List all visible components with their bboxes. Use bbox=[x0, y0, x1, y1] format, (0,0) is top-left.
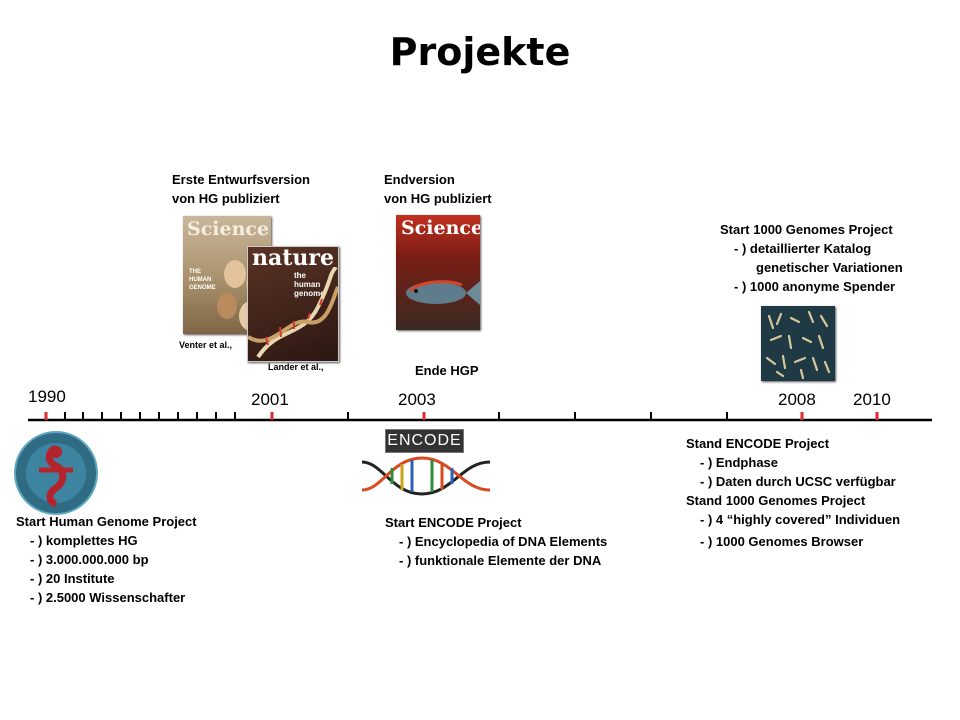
year-label-2001: 2001 bbox=[251, 390, 289, 409]
timeline-minor-ticks bbox=[64, 412, 728, 420]
event-status-line: - ) 4 “highly covered” Individuen bbox=[700, 512, 901, 527]
science-masthead: Science bbox=[187, 218, 270, 240]
event-hgp-start: Start Human Genome Project - ) komplette… bbox=[16, 512, 197, 607]
timeline-major-ticks bbox=[44, 412, 879, 420]
dna-helix-illustration bbox=[248, 267, 338, 359]
event-hgp-draft-line: von HG publiziert bbox=[172, 191, 280, 206]
event-hgp-final-line: Endversion bbox=[384, 172, 455, 187]
event-hgp-start-line: - ) 20 Institute bbox=[30, 571, 115, 586]
year-label-2010: 2010 bbox=[853, 390, 891, 409]
event-hgp-final: Endversion von HG publiziert bbox=[384, 170, 492, 208]
year-label-1990: 1990 bbox=[28, 387, 66, 406]
fish-illustration bbox=[406, 280, 480, 305]
event-1000-genomes-start: Start 1000 Genomes Project - ) detaillie… bbox=[720, 220, 903, 296]
event-encode-line: - ) funktionale Elemente der DNA bbox=[399, 553, 602, 568]
page-title: Projekte bbox=[389, 30, 571, 74]
nature-cover-subtitle: the human genome bbox=[294, 271, 325, 298]
encode-helix-icon bbox=[362, 456, 490, 496]
event-hgp-end: Ende HGP bbox=[415, 363, 479, 378]
science-cover-subtitle: THE HUMAN GENOME bbox=[189, 269, 216, 291]
chromosome-karyotype-image bbox=[761, 306, 835, 381]
event-encode-line: Start ENCODE Project bbox=[385, 515, 522, 530]
event-hgp-final-line: von HG publiziert bbox=[384, 191, 492, 206]
encode-logo: ENCODE bbox=[385, 429, 464, 453]
hgp-emblem bbox=[14, 431, 98, 515]
science-masthead: Science bbox=[401, 217, 480, 239]
event-genomes-line: - ) 1000 anonyme Spender bbox=[734, 279, 896, 294]
lander-credit: Lander et al., bbox=[268, 362, 324, 372]
event-hgp-draft-line: Erste Entwurfsversion bbox=[172, 172, 310, 187]
nature-cover-2001: nature the human genome bbox=[247, 246, 339, 362]
event-hgp-start-line: - ) 2.5000 Wissenschafter bbox=[30, 590, 186, 605]
event-genomes-line: - ) detaillierter Katalog bbox=[734, 241, 872, 256]
event-status-2010: Stand ENCODE Project - ) Endphase - ) Da… bbox=[686, 434, 900, 551]
event-genomes-line: Start 1000 Genomes Project bbox=[720, 222, 893, 237]
event-status-line: - ) 1000 Genomes Browser bbox=[700, 534, 864, 549]
year-label-2003: 2003 bbox=[398, 390, 436, 409]
event-hgp-draft: Erste Entwurfsversion von HG publiziert bbox=[172, 170, 310, 208]
event-status-line: - ) Daten durch UCSC verfügbar bbox=[700, 474, 896, 489]
event-encode-line: - ) Encyclopedia of DNA Elements bbox=[399, 534, 608, 549]
event-status-line: Stand 1000 Genomes Project bbox=[686, 493, 866, 508]
event-hgp-start-line: Start Human Genome Project bbox=[16, 514, 197, 529]
event-hgp-start-line: - ) komplettes HG bbox=[30, 533, 138, 548]
science-cover-2003: Science bbox=[396, 215, 480, 330]
venter-credit: Venter et al., bbox=[179, 340, 233, 350]
timeline-axis bbox=[28, 412, 932, 422]
chromosomes-illustration bbox=[765, 310, 831, 380]
year-label-2008: 2008 bbox=[778, 390, 816, 409]
hgp-logo-icon bbox=[13, 430, 99, 516]
event-hgp-start-line: - ) 3.000.000.000 bp bbox=[30, 552, 149, 567]
event-status-line: - ) Endphase bbox=[700, 455, 779, 470]
event-status-line: Stand ENCODE Project bbox=[686, 436, 830, 451]
nature-masthead: nature bbox=[252, 246, 334, 271]
event-encode-start: Start ENCODE Project - ) Encyclopedia of… bbox=[385, 513, 607, 570]
event-genomes-line: genetischer Variationen bbox=[756, 260, 903, 275]
